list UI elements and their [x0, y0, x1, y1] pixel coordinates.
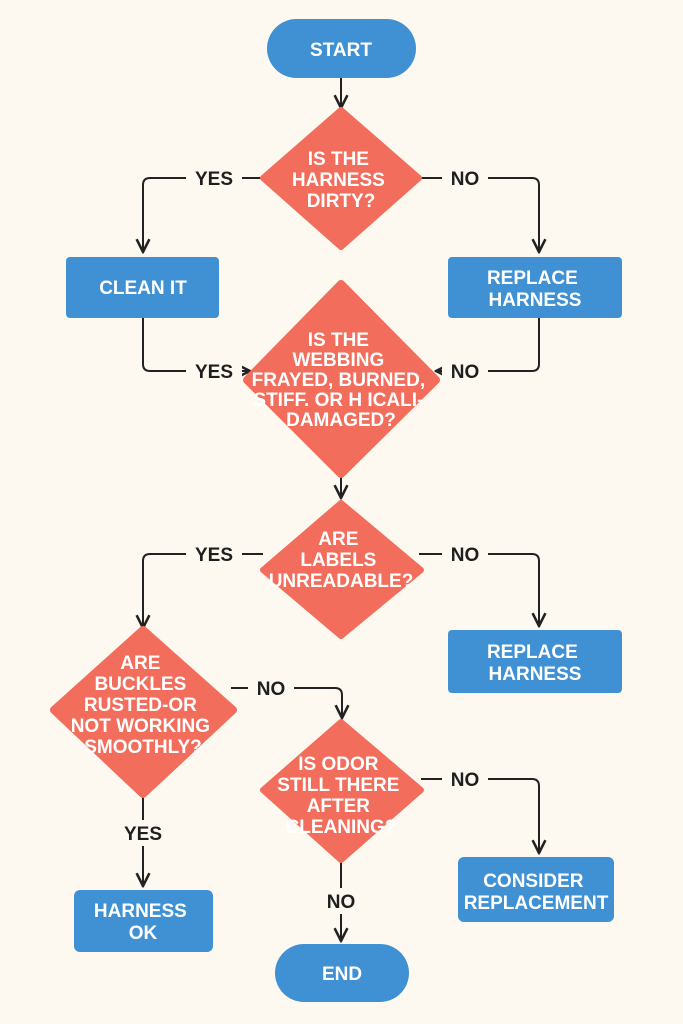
edge-label-buckles-no: NO: [257, 679, 286, 700]
edge-label-dirty-no: NO: [451, 169, 480, 190]
process-replace-harness-1-label: REPLACE HARNESS: [487, 268, 583, 311]
end-label: END: [322, 964, 362, 985]
connector-clean-to-webbing: [142, 318, 250, 371]
start-label: START: [310, 40, 372, 61]
process-harness-ok-label: HARNESS OK: [94, 901, 192, 944]
edge-label-dirty-yes: YES: [195, 169, 233, 190]
edge-labels: YES NO YES NO YES NO NO NO YES NO: [115, 165, 488, 914]
decision-labels-unreadable-label: ARE LABELS UNREADABLE?: [269, 529, 414, 592]
edge-label-labels-no: NO: [451, 545, 480, 566]
process-consider-replacement-label: CONSIDER REPLACEMENT: [464, 871, 609, 914]
edge-label-webbing-yes: YES: [195, 362, 233, 383]
connectors: [143, 78, 539, 941]
process-clean-it: [66, 257, 219, 318]
process-harness-ok: [74, 890, 213, 952]
decision-buckles-rusted-label: ARE BUCKLES RUSTED-OR NOT WORKING SMOOTH…: [71, 653, 216, 758]
end-terminal: [275, 944, 409, 1002]
decision-odor-after-cleaning: [260, 719, 424, 863]
decision-harness-dirty-label: IS THE HARNESS DIRTY?: [292, 149, 390, 212]
process-replace-harness-2: [448, 630, 622, 693]
connector-replace-to-webbing: [436, 318, 540, 371]
process-clean-it-label: CLEAN IT: [99, 278, 187, 299]
decision-webbing-damaged: [243, 280, 440, 478]
connector-dirty-no: [419, 177, 539, 252]
decision-harness-dirty: [260, 107, 422, 250]
edge-label-odor-no-down: NO: [327, 892, 356, 913]
decision-labels-unreadable: [260, 500, 424, 639]
edge-label-odor-no-right: NO: [451, 770, 480, 791]
connector-labels-yes: [143, 553, 263, 628]
nodes: START IS THE HARNESS DIRTY? CLEAN IT REP…: [50, 19, 622, 1002]
connector-labels-no: [419, 553, 539, 626]
start-terminal: [267, 19, 416, 78]
decision-odor-after-cleaning-label: IS ODOR STILL THERE AFTER CLEANING?: [277, 754, 404, 838]
process-replace-harness-1: [448, 257, 622, 318]
process-consider-replacement: [458, 857, 614, 922]
connector-dirty-yes: [143, 177, 263, 252]
connector-buckles-no: [231, 687, 342, 718]
edge-label-webbing-no: NO: [451, 362, 480, 383]
decision-webbing-damaged-label: IS THE WEBBING FRAYED, BURNED, STIFF. OR…: [252, 330, 431, 431]
edge-label-labels-yes: YES: [195, 545, 233, 566]
edge-label-buckles-yes: YES: [124, 824, 162, 845]
decision-buckles-rusted: [50, 626, 237, 798]
connector-odor-no-right: [421, 778, 539, 853]
process-replace-harness-2-label: REPLACE HARNESS: [487, 642, 583, 685]
